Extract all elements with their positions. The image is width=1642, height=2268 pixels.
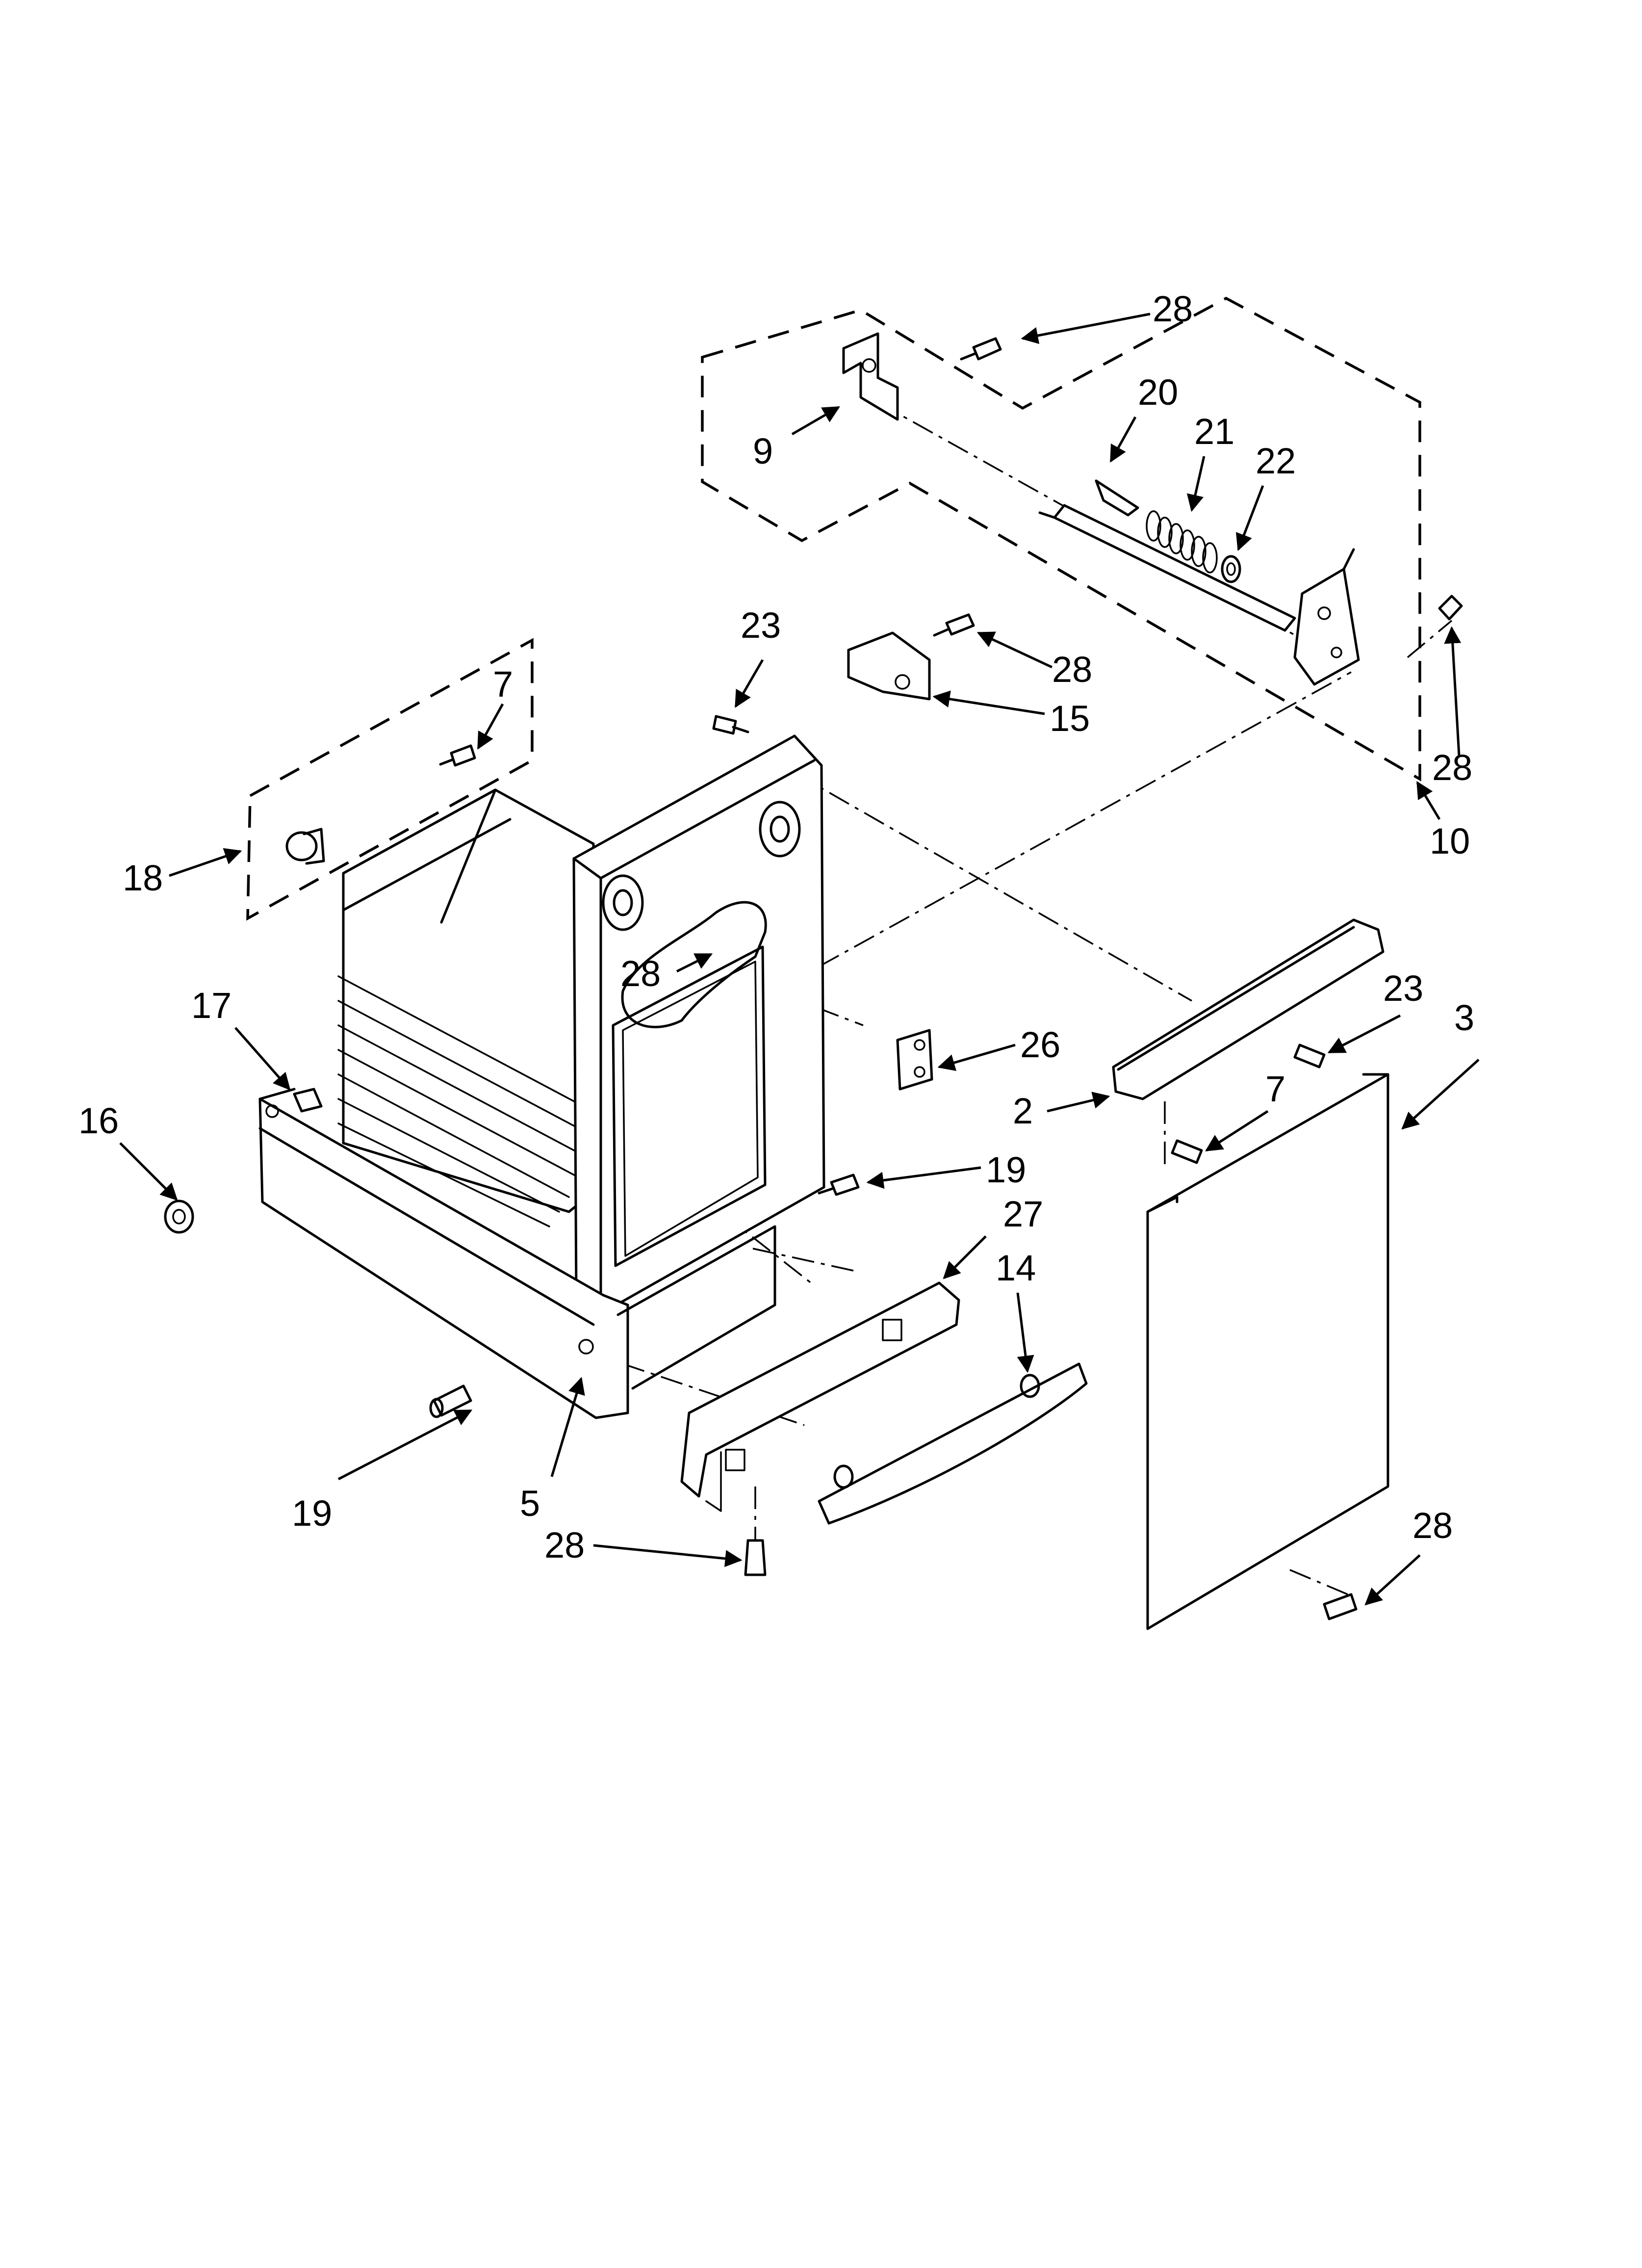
label-7-door: 7: [1265, 1069, 1285, 1109]
label-28-bottom: 28: [544, 1525, 585, 1565]
hinge-washer: [1221, 555, 1241, 583]
bracket-15: [847, 631, 931, 701]
door-panel-3: [1146, 1073, 1389, 1630]
hinge-spring: [1146, 510, 1218, 574]
label-2: 2: [1013, 1091, 1033, 1131]
foot-16: [164, 1199, 194, 1234]
screw-door-23: [1293, 1043, 1326, 1069]
label-23-door: 23: [1383, 968, 1423, 1009]
label-7-knob: 7: [493, 664, 513, 704]
label-28-right: 28: [1432, 747, 1472, 788]
screw-right-28: [1438, 595, 1463, 621]
leader-arrows: [119, 313, 1480, 1606]
kickplate-bracket-27: [680, 1281, 960, 1512]
kickplate-14: [818, 1362, 1088, 1525]
nut-17: [293, 1088, 323, 1113]
label-19-left: 19: [292, 1493, 332, 1534]
label-15: 15: [1050, 698, 1090, 739]
label-14: 14: [996, 1248, 1036, 1288]
screw-top-28: [960, 337, 1002, 361]
hinge-bracket: [842, 332, 899, 421]
label-28-door-bottom: 28: [1412, 1505, 1453, 1546]
screw-door-7: [1171, 1139, 1203, 1164]
hinge-plate: [1293, 548, 1360, 686]
label-26: 26: [1020, 1024, 1060, 1065]
top-trim-2: [1112, 918, 1385, 1100]
label-22: 22: [1256, 441, 1296, 481]
label-28-top: 28: [1153, 288, 1193, 329]
screw-top-23: [712, 715, 749, 735]
label-9: 9: [753, 431, 773, 471]
label-5: 5: [520, 1483, 540, 1524]
hinge-rod-bent-end: [1095, 479, 1139, 517]
bracket-26: [896, 1029, 933, 1091]
cabinet-frame: [258, 734, 825, 1419]
label-28-hinge: 28: [1052, 649, 1092, 690]
label-3: 3: [1454, 997, 1474, 1038]
label-23-top: 23: [741, 605, 781, 646]
screw-hinge-28: [933, 613, 975, 637]
screw-base-19: [818, 1173, 860, 1196]
label-20: 20: [1138, 372, 1178, 413]
label-21: 21: [1194, 411, 1234, 452]
knob-assembly-outline: [246, 638, 534, 921]
screw-foot-28: [744, 1539, 767, 1576]
label-27: 27: [1003, 1194, 1043, 1234]
screw-door-bottom-28: [1323, 1593, 1358, 1620]
label-19-right: 19: [986, 1149, 1026, 1190]
hinge-assembly-outline: [701, 296, 1421, 782]
foot-19: [429, 1384, 472, 1418]
screw-knob-7: [439, 744, 476, 767]
label-17: 17: [191, 985, 231, 1026]
label-10: 10: [1430, 821, 1470, 861]
knob-18: [285, 828, 325, 865]
label-18: 18: [123, 858, 163, 898]
label-16: 16: [78, 1100, 119, 1141]
label-28-body: 28: [620, 953, 661, 994]
hinge-pin-rod: [1038, 504, 1296, 632]
part-number-labels: 28 9 20 21 22 23 28 15 7 28 10 18 28 26 …: [78, 288, 1474, 1565]
